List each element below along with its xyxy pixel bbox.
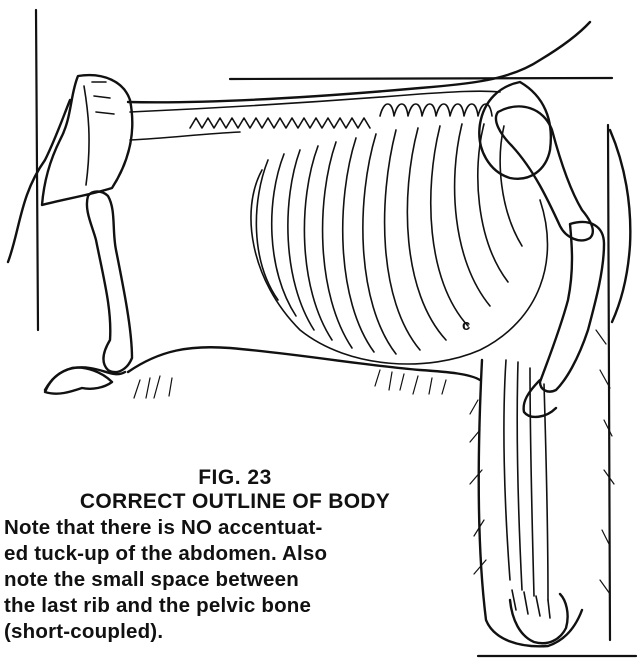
back-outline [128, 22, 590, 102]
humerus [87, 192, 132, 373]
rib-label-c: c [462, 317, 470, 334]
lumbar-vertebrae [380, 104, 492, 116]
rib [385, 130, 420, 350]
rib [431, 126, 468, 326]
fur-stroke [375, 370, 446, 394]
topline-horizontal-line [230, 78, 612, 79]
scapula-outline [42, 75, 132, 205]
rib [256, 160, 278, 300]
figure-number: FIG. 23 [0, 466, 470, 490]
scapula-cartilage [92, 82, 114, 114]
rear-vertical-line [608, 125, 610, 640]
hind-paw [510, 594, 568, 643]
rib [455, 124, 490, 306]
figure-title: CORRECT OUTLINE OF BODY [0, 490, 470, 514]
rump-outline [610, 130, 630, 322]
spine [130, 91, 500, 140]
hind-leg [479, 222, 604, 646]
rib [407, 128, 446, 340]
rib-cage-outline [251, 170, 548, 364]
rib [288, 150, 314, 330]
pelvis [479, 82, 551, 179]
tibia-outline [540, 222, 604, 392]
neck-outline [8, 100, 70, 262]
rib [363, 134, 396, 354]
rib [343, 138, 374, 352]
spine-lower-line [130, 132, 240, 140]
figure-caption: FIG. 23 CORRECT OUTLINE OF BODY Note tha… [0, 466, 470, 645]
figure-note: Note that there is NO accentuat- ed tuck… [0, 515, 470, 645]
fur-stroke [134, 376, 172, 398]
metatarsal-bones [504, 360, 548, 600]
pelvis-outline [479, 82, 551, 179]
fur-stroke [596, 330, 614, 594]
scapula-spine [84, 86, 89, 185]
scapula [42, 75, 132, 205]
rib-cage [251, 124, 548, 364]
toe-bones [512, 590, 550, 618]
vertebrae-zigzag [190, 118, 370, 128]
humerus-outline [87, 192, 132, 373]
